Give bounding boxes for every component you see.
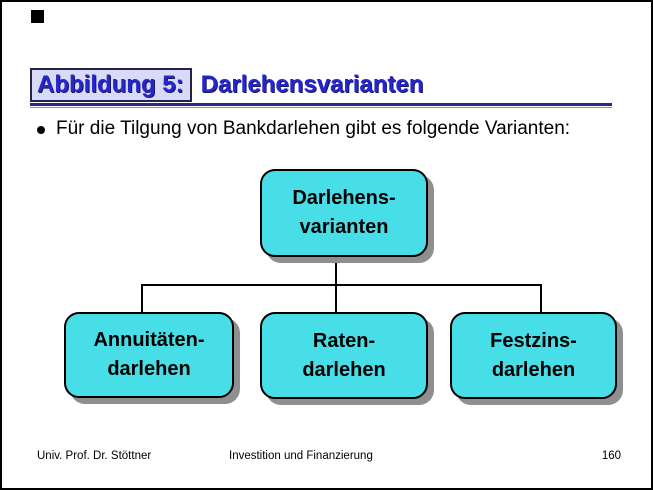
node-child-0-line2: darlehen [107, 358, 191, 380]
node-child-2-line2: darlehen [491, 358, 576, 381]
node-child-2-line1: Festzins- [490, 329, 577, 352]
node-root-line2: varianten [299, 216, 389, 238]
node-child-0-line1: Annuitäten- [93, 329, 205, 351]
footer-course-title: Investition und Finanzierung [229, 450, 373, 462]
footer-page-number: 160 [601, 450, 621, 462]
node-child-1-line1: Raten- [312, 329, 376, 352]
diagram-node-root: Darlehens- varianten [260, 169, 428, 257]
title-label: Abbildung 5: [37, 70, 184, 98]
connector-vertical-right [540, 285, 542, 312]
diagram-node-annuitaetendarlehen: Annuitäten- darlehen [64, 312, 234, 398]
connector-horizontal-rail [141, 284, 542, 286]
diagram-node-ratendarlehen: Raten- darlehen [260, 312, 428, 399]
title-text: Darlehensvarianten [200, 71, 424, 98]
title-underline [30, 103, 612, 108]
node-root-line1: Darlehens- [292, 187, 396, 209]
footer-author: Univ. Prof. Dr. Stöttner [37, 450, 152, 462]
diagram-node-festzinsdarlehen: Festzins- darlehen [450, 312, 617, 399]
node-child-1-line2: darlehen [302, 358, 386, 381]
title-label-box: Abbildung 5: [30, 68, 192, 102]
slide-title: Abbildung 5: Darlehensvarianten [30, 68, 423, 102]
bullet-icon [37, 126, 45, 134]
connector-vertical-left [141, 285, 143, 312]
bullet-item: Für die Tilgung von Bankdarlehen gibt es… [37, 118, 570, 140]
bullet-text: Für die Tilgung von Bankdarlehen gibt es… [56, 118, 571, 139]
corner-marker-square [31, 10, 44, 23]
